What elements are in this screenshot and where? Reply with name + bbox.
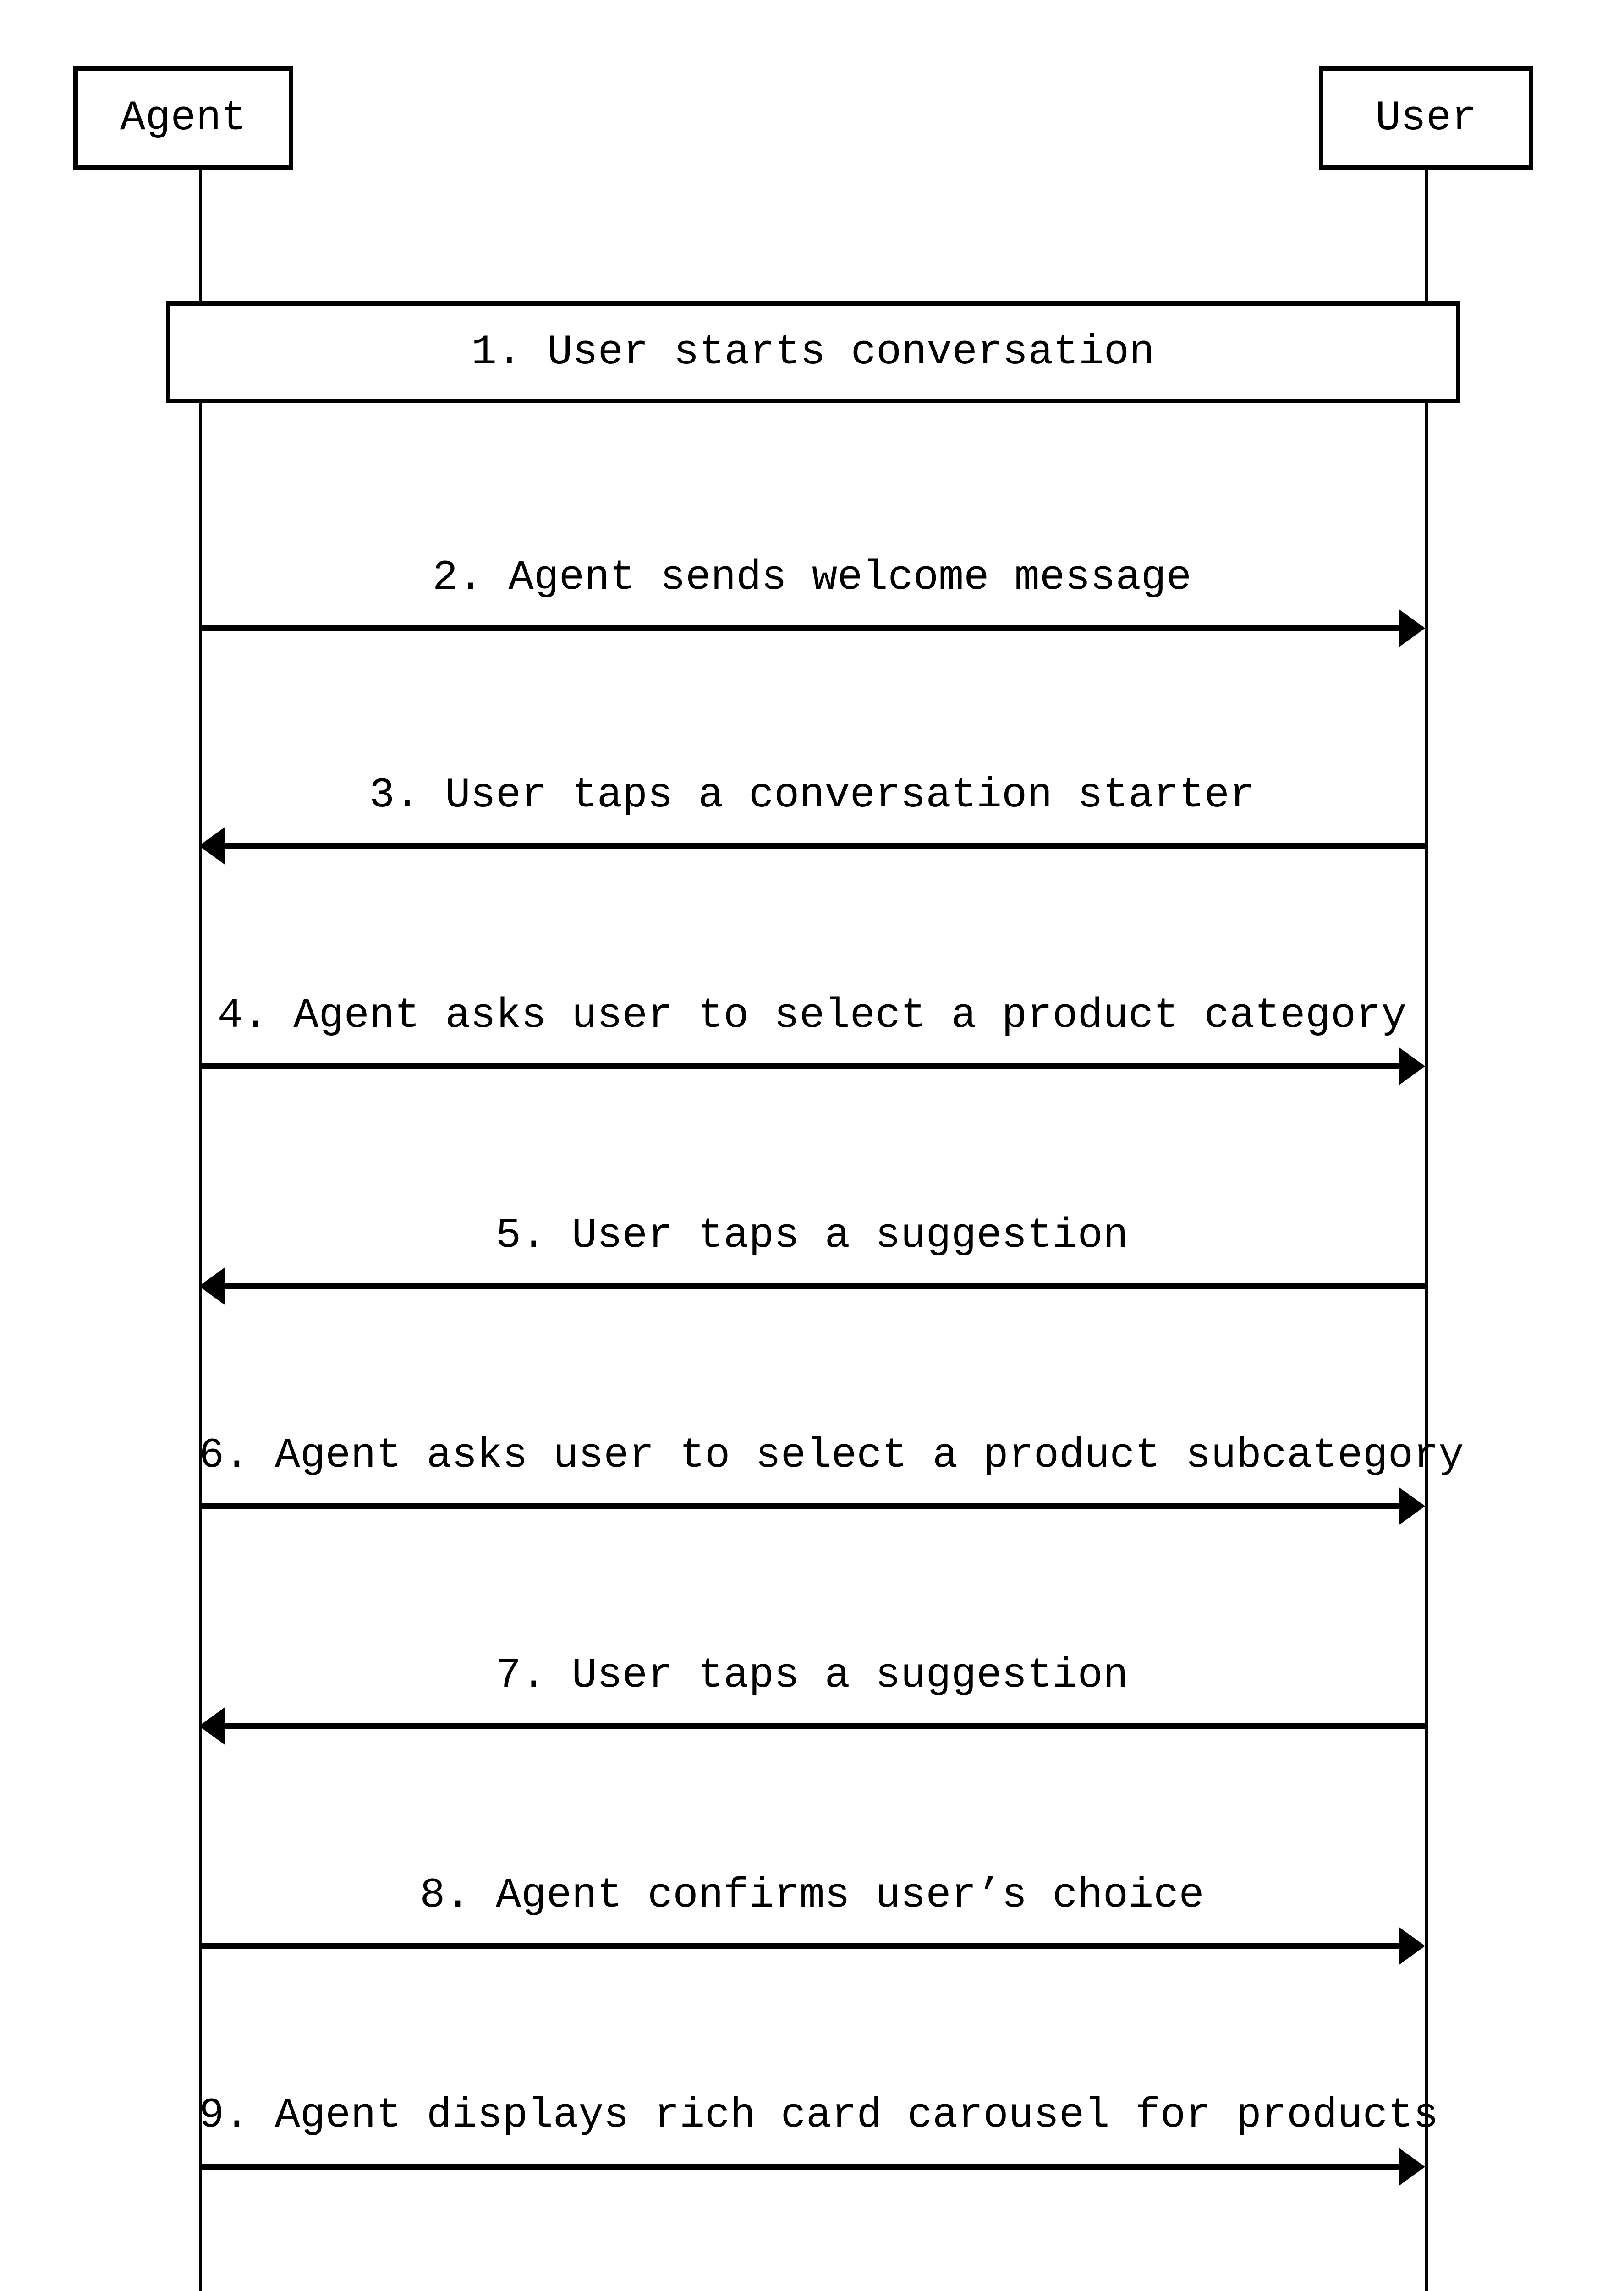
participant-box-agent-top[interactable]: Agent bbox=[73, 66, 293, 170]
message-line-4 bbox=[199, 1063, 1399, 1069]
participant-label-agent-top: Agent bbox=[120, 94, 247, 142]
message-line-9 bbox=[199, 2164, 1399, 2170]
message-label-8: 8. Agent confirms user’s choice bbox=[420, 1871, 1204, 1919]
message-label-7: 7. User taps a suggestion bbox=[495, 1651, 1129, 1699]
message-arrowhead-left-5 bbox=[199, 1267, 225, 1305]
lifeline-agent bbox=[199, 170, 202, 2291]
message-label-4: 4. Agent asks user to select a product c… bbox=[217, 992, 1407, 1040]
message-line-3 bbox=[225, 843, 1428, 849]
participant-label-user-top: User bbox=[1375, 94, 1477, 142]
message-line-7 bbox=[225, 1723, 1428, 1729]
note-box-step-1[interactable]: 1. User starts conversation bbox=[166, 301, 1460, 403]
message-label-6: 6. Agent asks user to select a product s… bbox=[199, 1431, 1464, 1480]
message-arrowhead-right-4 bbox=[1399, 1047, 1425, 1085]
note-label-step-1: 1. User starts conversation bbox=[471, 328, 1155, 377]
message-arrowhead-right-2 bbox=[1399, 609, 1425, 647]
message-arrowhead-left-7 bbox=[199, 1707, 225, 1745]
lifeline-user bbox=[1425, 170, 1428, 2291]
message-line-6 bbox=[199, 1503, 1399, 1509]
message-line-5 bbox=[225, 1283, 1428, 1289]
message-label-9: 9. Agent displays rich card carousel for… bbox=[199, 2091, 1439, 2139]
message-label-3: 3. User taps a conversation starter bbox=[369, 771, 1255, 819]
message-label-5: 5. User taps a suggestion bbox=[495, 1211, 1129, 1260]
message-line-8 bbox=[199, 1943, 1399, 1949]
message-line-2 bbox=[199, 625, 1399, 631]
message-arrowhead-right-9 bbox=[1399, 2148, 1425, 2186]
participant-box-user-top[interactable]: User bbox=[1319, 66, 1533, 170]
message-arrowhead-right-8 bbox=[1399, 1927, 1425, 1965]
message-label-2: 2. Agent sends welcome message bbox=[432, 554, 1192, 602]
message-arrowhead-right-6 bbox=[1399, 1487, 1425, 1525]
message-arrowhead-left-3 bbox=[199, 827, 225, 865]
